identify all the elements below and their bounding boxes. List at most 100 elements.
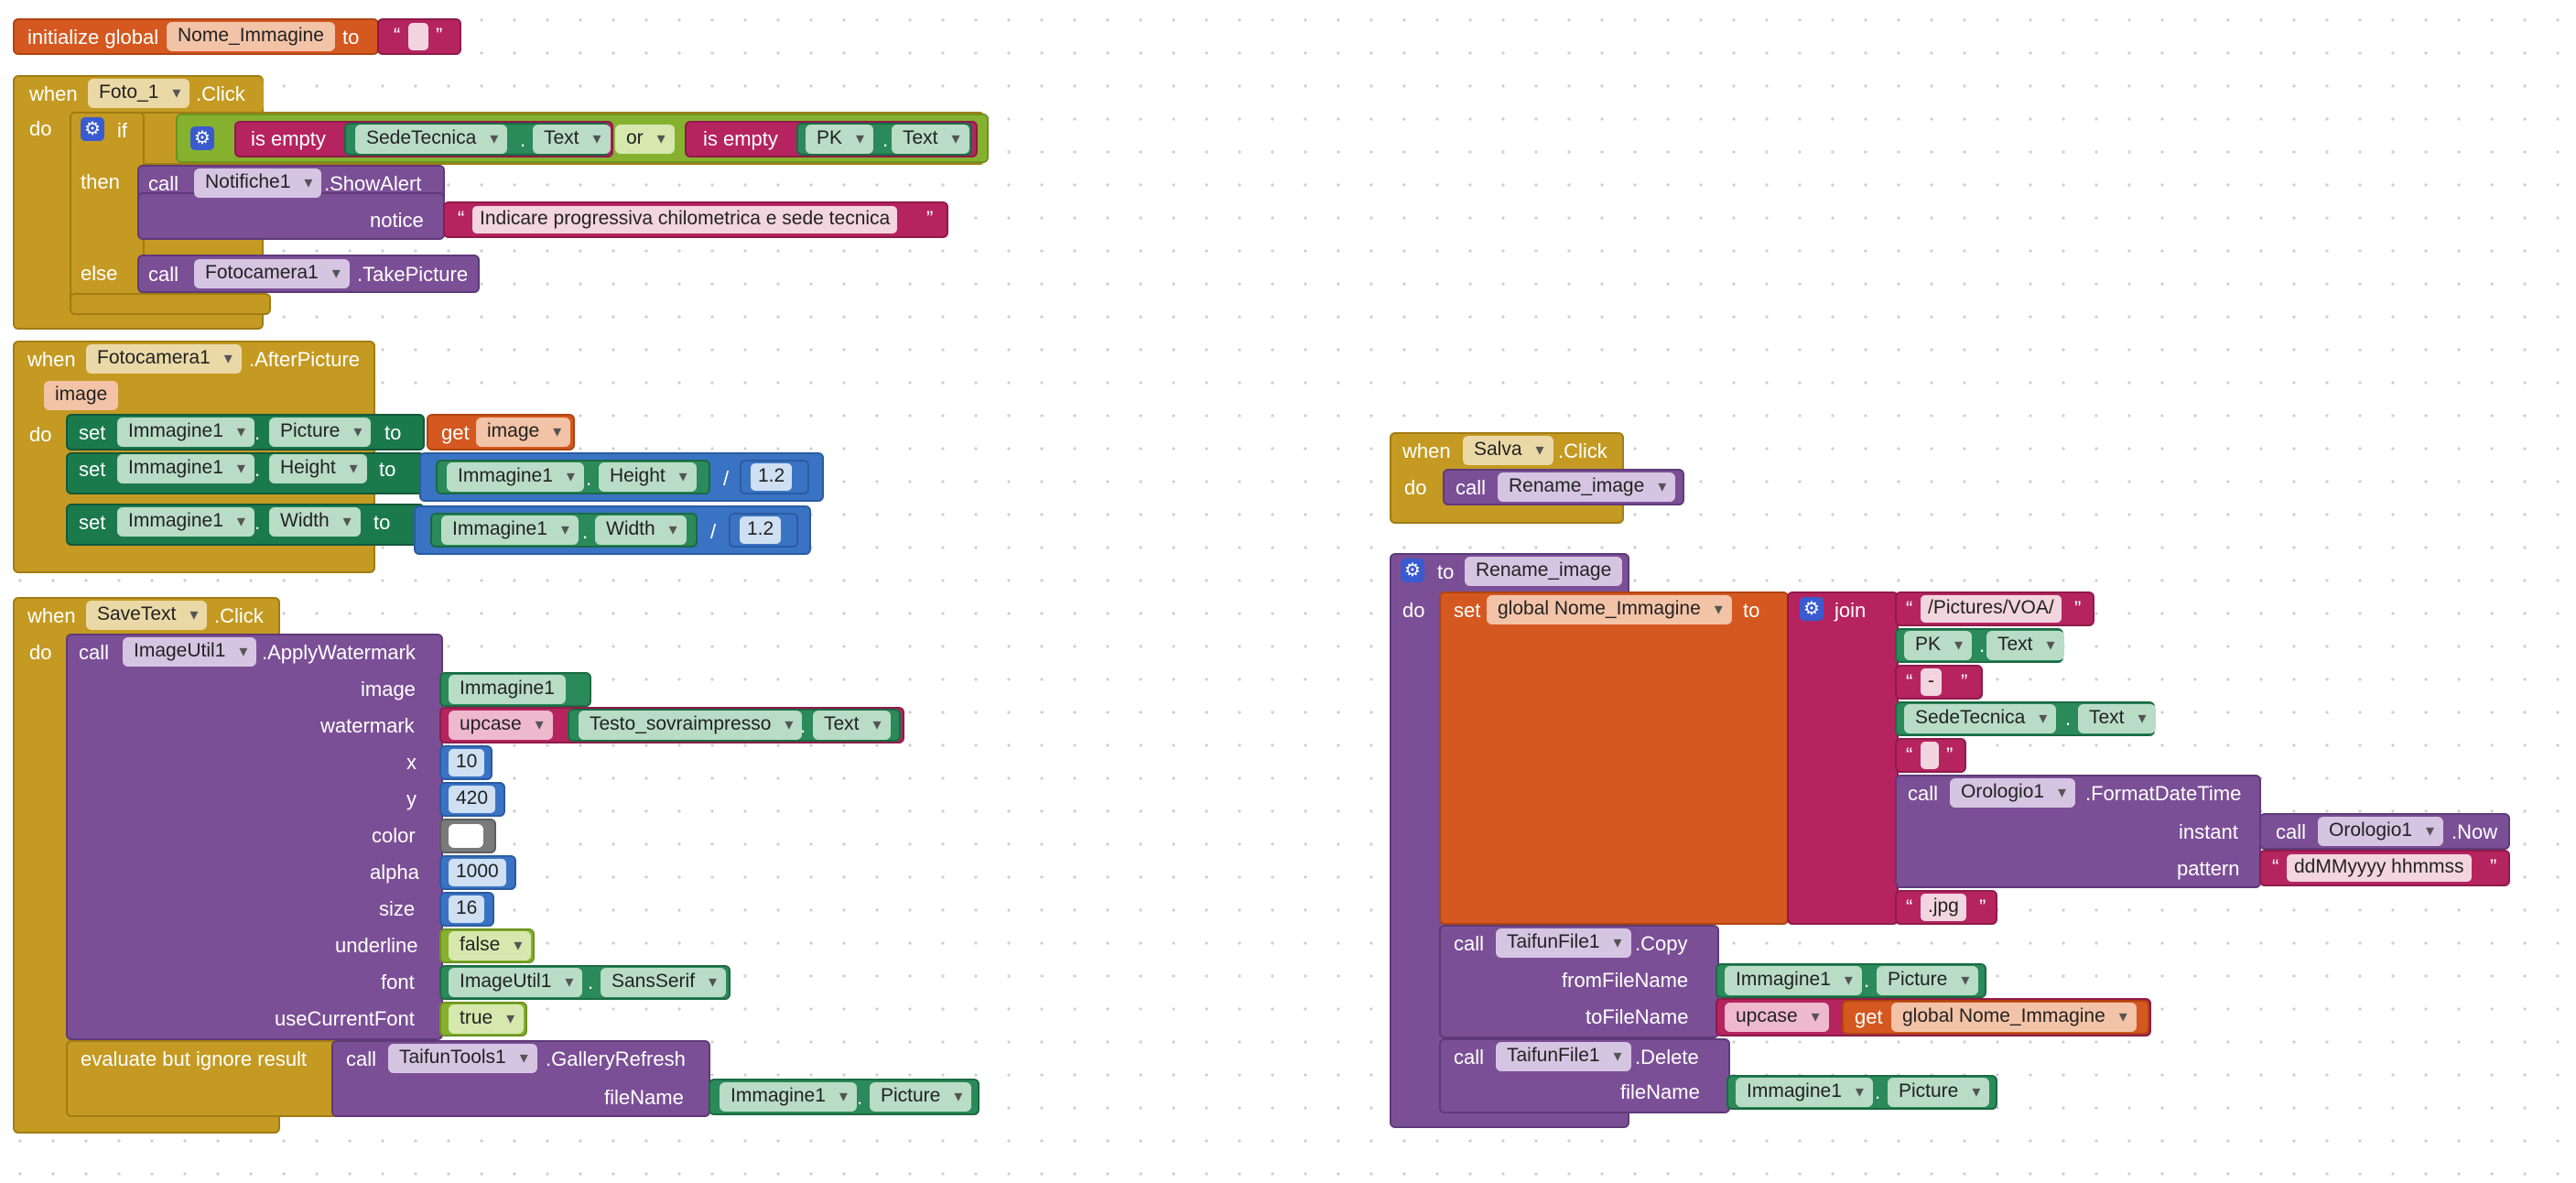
testo-prop-dropdown[interactable]: Text	[813, 711, 891, 740]
upcase-dropdown[interactable]: upcase	[449, 711, 553, 740]
set-height-component-dropdown[interactable]: Immagine1	[117, 454, 254, 483]
pk-dropdown[interactable]: PK	[806, 125, 874, 154]
delete-file-dropdown[interactable]: TaifunFile1	[1496, 1042, 1631, 1071]
copy-to-get-label: get	[1855, 1005, 1883, 1028]
usecurrentfont-boolean-dropdown[interactable]: true	[449, 1004, 525, 1034]
foto-component-dropdown[interactable]: Foto_1	[88, 79, 190, 108]
if-mutator-gear-icon[interactable]: ⚙	[81, 117, 104, 141]
join-s3-field[interactable]	[1921, 742, 1939, 769]
quote-close: ”	[1961, 670, 1968, 693]
set-global-var-dropdown[interactable]: global Nome_Immagine	[1487, 595, 1732, 624]
then-label: then	[81, 170, 120, 193]
quote-open: “	[394, 24, 401, 47]
y-number-field[interactable]: 420	[449, 786, 496, 813]
set-picture-component-dropdown[interactable]: Immagine1	[117, 418, 254, 447]
rename-do-label: do	[1402, 599, 1425, 622]
pattern-string-field[interactable]: ddMMyyyy hhmmss	[2287, 854, 2472, 882]
color-white-swatch[interactable]	[449, 824, 483, 848]
join-pk-dropdown[interactable]: PK	[1904, 631, 1973, 660]
width-div-operator: /	[710, 520, 717, 543]
join-sede-prop-dropdown[interactable]: Text	[2078, 704, 2156, 733]
copy-from-prop-dropdown[interactable]: Picture	[1877, 966, 1979, 995]
copy-file-dropdown[interactable]: TaifunFile1	[1496, 928, 1631, 958]
param-image-component[interactable]: Immagine1	[449, 675, 566, 704]
testo-dropdown[interactable]: Testo_sovraimpresso	[579, 711, 803, 740]
file-copy-block[interactable]	[1439, 925, 1719, 1038]
set-height-set-label: set	[79, 458, 106, 481]
notifier-dropdown[interactable]: Notifiche1	[194, 168, 322, 198]
savetext-when-label: when	[27, 604, 76, 627]
underline-boolean-dropdown[interactable]: false	[449, 931, 532, 961]
call-rename-proc-dropdown[interactable]: Rename_image	[1498, 472, 1676, 502]
quote-close: ”	[926, 207, 934, 230]
gallery-filename-prop-dropdown[interactable]: Picture	[870, 1082, 972, 1112]
set-global-block[interactable]	[1439, 592, 1789, 925]
quote-open: “	[1906, 743, 1913, 766]
foto-when-label: when	[29, 82, 78, 105]
rename-mutator-gear-icon[interactable]: ⚙	[1401, 559, 1424, 582]
evaluate-ignore-block[interactable]	[66, 1040, 341, 1117]
global-var-name-field[interactable]: Nome_Immagine	[167, 22, 335, 51]
takepicture-method-label: .TakePicture	[357, 263, 469, 286]
set-width-component-dropdown[interactable]: Immagine1	[117, 507, 254, 537]
notice-param-label: notice	[370, 209, 424, 232]
font-value-dropdown[interactable]: SansSerif	[601, 968, 727, 997]
copy-to-get-dropdown[interactable]: global Nome_Immagine	[1891, 1003, 2137, 1032]
join-s1-field[interactable]: /Pictures/VOA/	[1921, 595, 2062, 623]
font-component-dropdown[interactable]: ImageUtil1	[449, 968, 583, 997]
pk-prop-dropdown[interactable]: Text	[892, 125, 969, 154]
delete-filename-component-dropdown[interactable]: Immagine1	[1736, 1078, 1873, 1107]
imageutil-dropdown[interactable]: ImageUtil1	[123, 637, 257, 667]
join-sede-dropdown[interactable]: SedeTecnica	[1904, 704, 2057, 733]
init-empty-string-field[interactable]	[408, 23, 428, 50]
afterpicture-param-image[interactable]: image	[44, 381, 119, 410]
x-number-field[interactable]: 10	[449, 749, 485, 776]
get-image-dropdown[interactable]: image	[476, 418, 571, 447]
rename-proc-name-field[interactable]: Rename_image	[1465, 557, 1623, 586]
join-s4-field[interactable]: .jpg	[1921, 894, 1966, 921]
join-block[interactable]	[1787, 592, 1899, 925]
sedetecnica-dropdown[interactable]: SedeTecnica	[355, 125, 508, 154]
or-mutator-gear-icon[interactable]: ⚙	[190, 126, 214, 150]
salva-component-dropdown[interactable]: Salva	[1463, 436, 1553, 465]
gallery-call-label: call	[346, 1047, 377, 1070]
height-divisor-field[interactable]: 1.2	[751, 463, 793, 491]
height-getter-component-dropdown[interactable]: Immagine1	[447, 462, 584, 492]
delete-filename-prop-dropdown[interactable]: Picture	[1888, 1078, 1990, 1107]
dot: .	[582, 520, 589, 543]
copy-to-upcase-dropdown[interactable]: upcase	[1725, 1003, 1829, 1032]
copy-from-component-dropdown[interactable]: Immagine1	[1725, 966, 1862, 995]
dot: .	[857, 1086, 863, 1109]
width-getter-component-dropdown[interactable]: Immagine1	[441, 516, 579, 545]
join-s2-field[interactable]: -	[1921, 668, 1942, 696]
afterpicture-when-label: when	[27, 348, 76, 371]
notice-string-field[interactable]: Indicare progressiva chilometrica e sede…	[472, 206, 898, 233]
camera-dropdown[interactable]: Fotocamera1	[194, 259, 350, 288]
sedetecnica-prop-dropdown[interactable]: Text	[533, 125, 611, 154]
width-getter-prop-dropdown[interactable]: Width	[595, 516, 687, 545]
taifuntools-dropdown[interactable]: TaifunTools1	[388, 1044, 537, 1073]
size-number-field[interactable]: 16	[449, 895, 485, 923]
or-operator-dropdown[interactable]: or	[615, 125, 675, 154]
dot: .	[1875, 1080, 1881, 1103]
set-picture-prop-dropdown[interactable]: Picture	[269, 418, 372, 447]
join-pk-prop-dropdown[interactable]: Text	[1986, 631, 2064, 660]
format-clock-dropdown[interactable]: Orologio1	[1950, 778, 2076, 808]
height-getter-prop-dropdown[interactable]: Height	[599, 462, 697, 492]
gallery-filename-component-dropdown[interactable]: Immagine1	[720, 1082, 857, 1112]
param-underline-label: underline	[335, 934, 418, 957]
width-divisor-field[interactable]: 1.2	[740, 516, 782, 544]
set-width-prop-dropdown[interactable]: Width	[269, 507, 361, 537]
savetext-component-dropdown[interactable]: SaveText	[86, 601, 208, 630]
set-global-to-label: to	[1743, 599, 1760, 622]
now-clock-dropdown[interactable]: Orologio1	[2318, 817, 2444, 846]
param-size-label: size	[379, 897, 416, 920]
salva-do-label: do	[1404, 476, 1427, 499]
afterpicture-component-dropdown[interactable]: Fotocamera1	[86, 344, 242, 374]
alpha-number-field[interactable]: 1000	[449, 859, 506, 886]
set-picture-to-label: to	[384, 421, 402, 444]
join-mutator-gear-icon[interactable]: ⚙	[1800, 597, 1824, 621]
set-height-prop-dropdown[interactable]: Height	[269, 454, 367, 483]
join-label: join	[1835, 599, 1867, 622]
if-body-block[interactable]	[70, 112, 145, 313]
